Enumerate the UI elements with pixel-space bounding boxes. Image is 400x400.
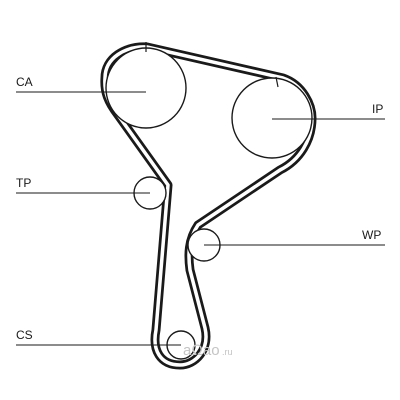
injection-pump-pulley: [231, 76, 313, 159]
watermark-brand: aΩao: [183, 342, 220, 359]
label-ip: IP: [372, 102, 383, 116]
watermark-domain: .ru: [222, 347, 233, 357]
camshaft-pulley: [105, 42, 187, 129]
label-wp: WP: [362, 228, 381, 242]
label-tp: TP: [16, 176, 31, 190]
label-ca: CA: [16, 75, 33, 89]
label-cs: CS: [16, 328, 33, 342]
watermark-logo: aΩao .ru: [183, 342, 233, 359]
